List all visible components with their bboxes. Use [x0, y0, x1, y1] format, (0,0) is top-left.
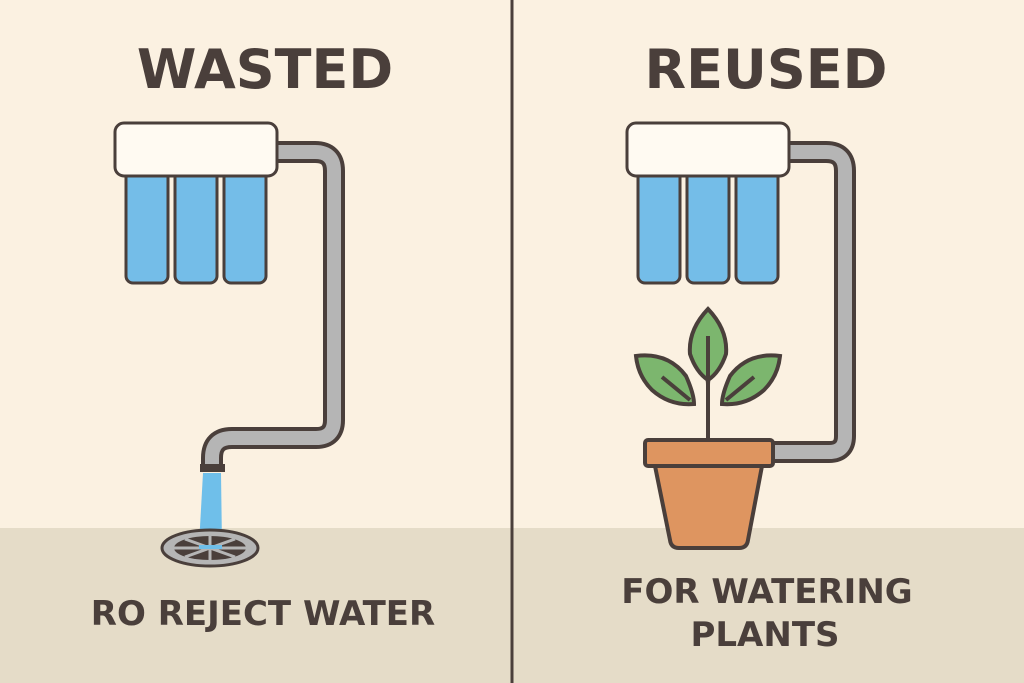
left-panel: WASTED RO REJECT WA — [91, 38, 435, 634]
left-caption: RO REJECT WATER — [91, 594, 435, 634]
filter-cartridge — [222, 168, 268, 285]
reuse-pipe — [770, 141, 856, 463]
flower-pot — [643, 438, 775, 550]
water-stream — [199, 473, 222, 545]
filter-cartridge — [124, 168, 170, 285]
reject-pipe — [200, 141, 345, 472]
filter-cartridge — [734, 168, 780, 285]
filter-housing — [113, 121, 279, 178]
right-title: REUSED — [645, 38, 888, 101]
left-title: WASTED — [137, 38, 393, 101]
right-caption-line2: PLANTS — [690, 615, 839, 655]
filter-cartridge — [173, 168, 219, 285]
filter-cartridge — [685, 168, 731, 285]
drain-icon — [160, 528, 260, 568]
plant-icon — [633, 306, 783, 440]
ro-filter-left — [113, 121, 279, 285]
right-caption-line1: FOR WATERING — [621, 572, 912, 612]
filter-housing — [625, 121, 791, 178]
filter-cartridge — [636, 168, 682, 285]
ro-filter-right — [625, 121, 791, 285]
right-panel: REUSED FOR WATERING PLANTS — [621, 38, 912, 655]
